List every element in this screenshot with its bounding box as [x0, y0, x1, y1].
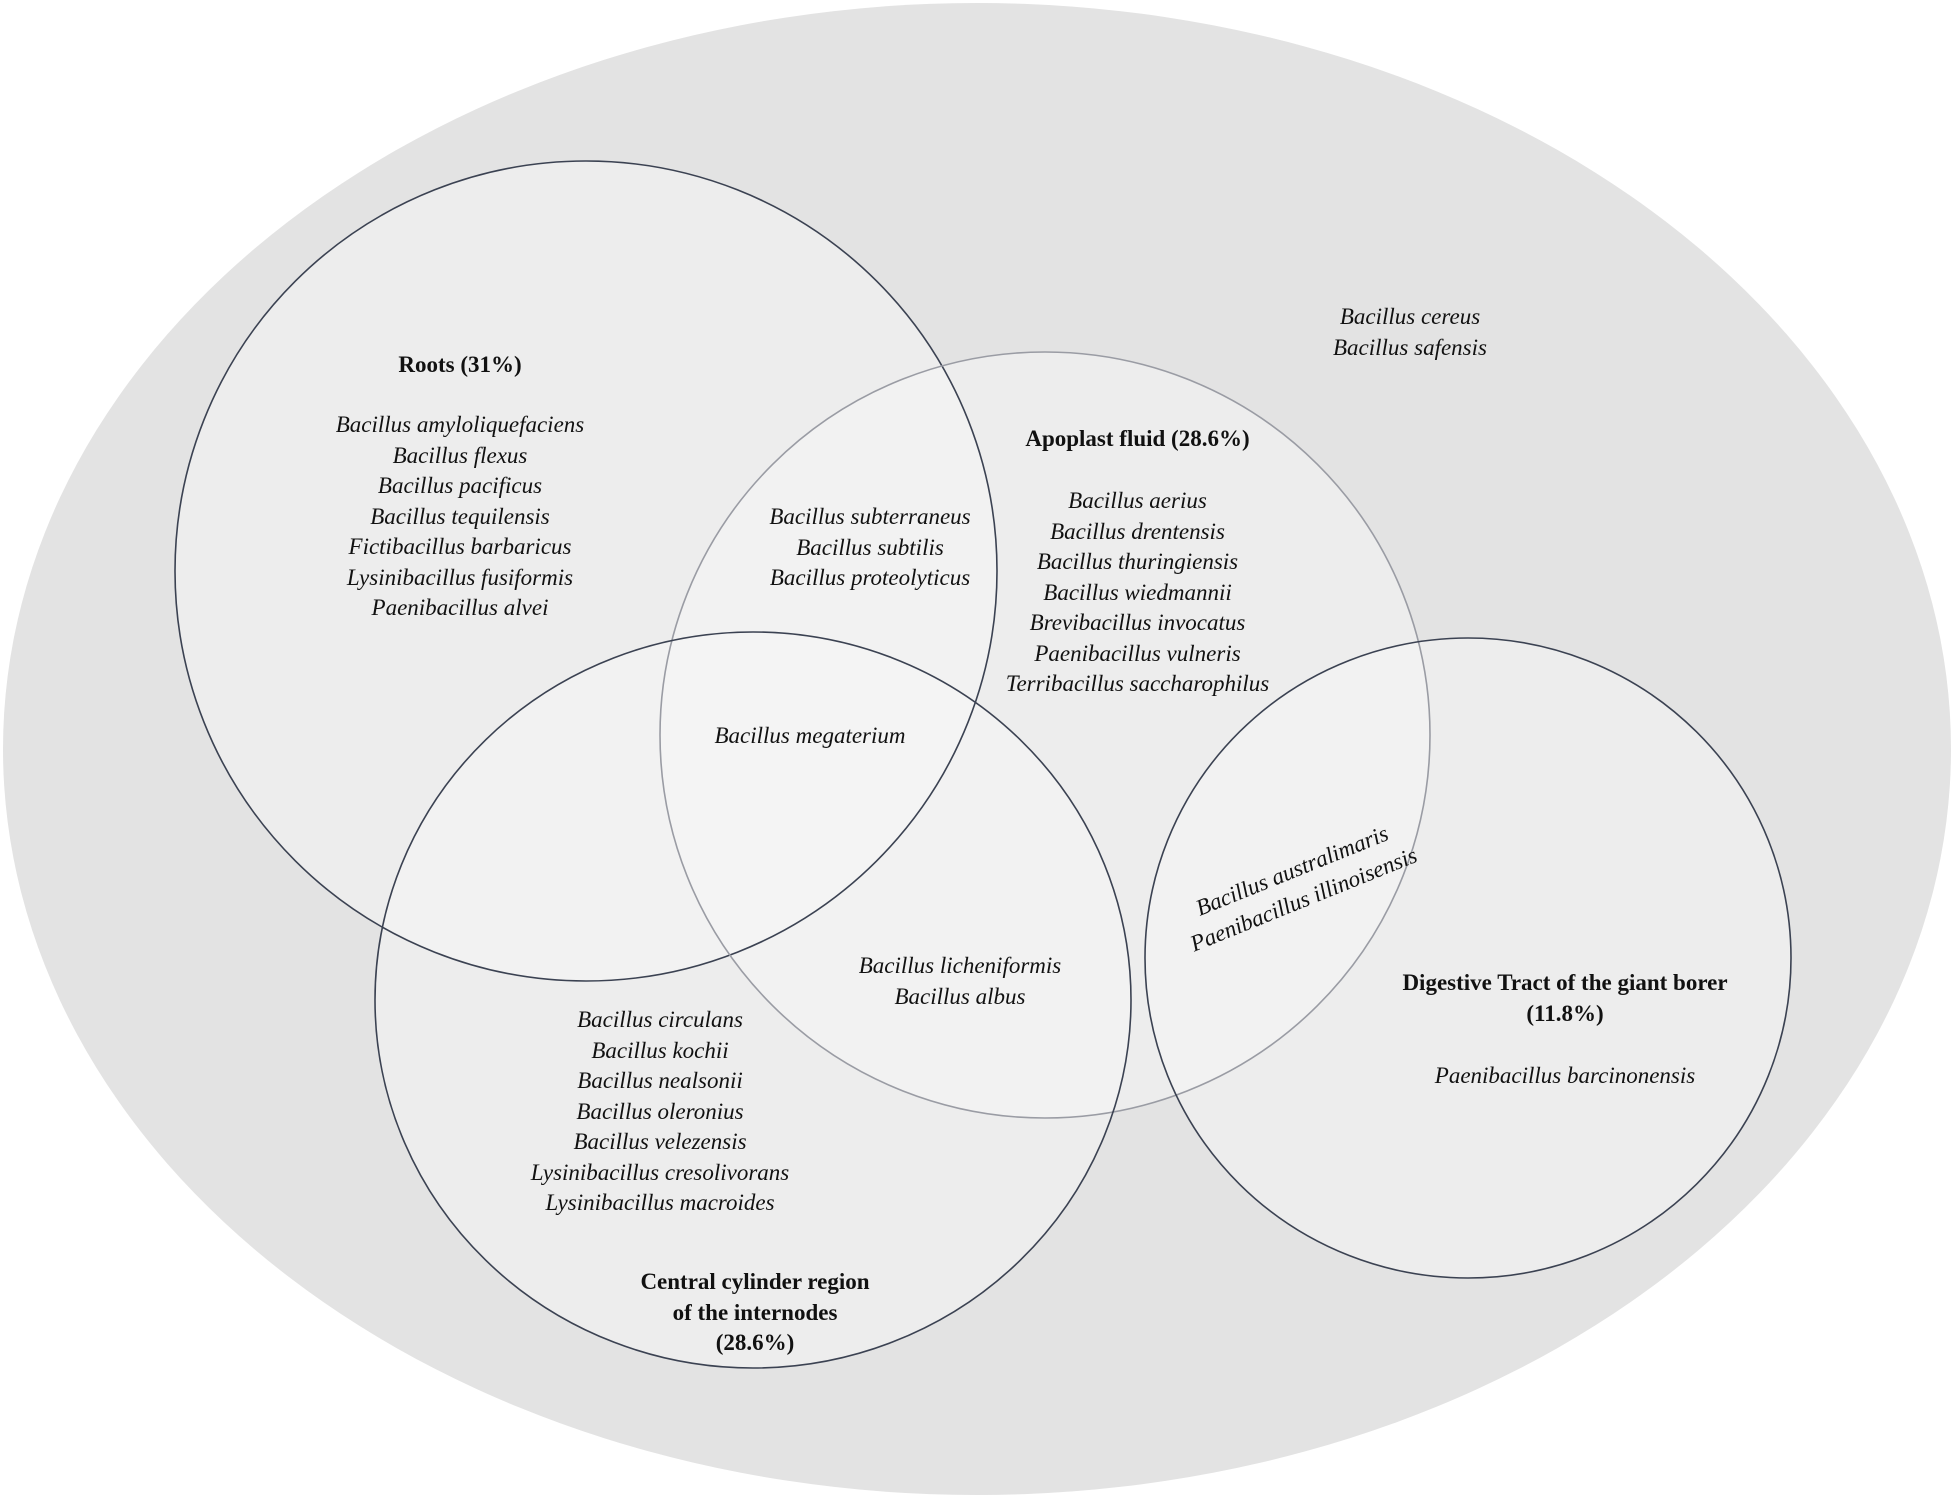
species-line: Bacillus cereus — [1339, 304, 1481, 329]
apoplast-outline — [659, 351, 1431, 1119]
apoplast-title: Apoplast fluid (28.6%) — [1025, 426, 1250, 451]
species-line: Bacillus pacificus — [377, 473, 543, 498]
digestive-title: Digestive Tract of the giant borer (11.8%… — [1360, 968, 1770, 1029]
species-line: Brevibacillus invocatus — [1029, 610, 1246, 635]
species-line: Bacillus velezensis — [573, 1129, 747, 1154]
species-line: of the internodes — [672, 1299, 838, 1325]
species-line: Digestive Tract of the giant borer — [1402, 970, 1728, 995]
species-line: Bacillus nealsonii — [577, 1068, 743, 1093]
species-line: Lysinibacillus fusiformis — [346, 564, 574, 590]
species-line: Bacillus megaterium — [714, 723, 906, 748]
species-line: Bacillus amyloliquefaciens — [335, 412, 585, 437]
species-line: Bacillus tequilensis — [370, 503, 550, 529]
species-line: Central cylinder region — [640, 1269, 870, 1294]
digestive-tract-circle — [1145, 638, 1791, 1278]
species-line: Lysinibacillus cresolivorans — [530, 1159, 790, 1185]
central-cylinder-outline — [374, 631, 1132, 1369]
species-line: Bacillus safensis — [1333, 334, 1487, 360]
species-line: Bacillus subterraneus — [769, 504, 971, 529]
species-line: Bacillus thuringiensis — [1036, 549, 1239, 574]
roots-outline — [174, 160, 998, 982]
species-line: Bacillus oleronius — [576, 1098, 744, 1124]
digestive-species-list: Paenibacillus barcinonensis — [1400, 1061, 1730, 1092]
digestive-tract-outline — [1144, 637, 1792, 1279]
species-line: (28.6%) — [715, 1330, 795, 1355]
species-line: Bacillus proteolyticus — [769, 565, 971, 590]
all-three-species-list: Bacillus megaterium — [680, 721, 940, 752]
species-line: Paenibacillus vulneris — [1034, 640, 1241, 666]
species-line: Bacillus albus — [894, 983, 1026, 1009]
species-line: Fictibacillus barbaricus — [348, 534, 572, 559]
central-cylinder-circle — [375, 632, 1131, 1368]
species-line: Lysinibacillus macroides — [545, 1190, 775, 1215]
species-line: Paenibacillus alvei — [371, 595, 549, 620]
species-line: Bacillus circulans — [577, 1007, 743, 1032]
species-line: Bacillus drentensis — [1050, 518, 1225, 544]
species-line: Bacillus aerius — [1068, 488, 1207, 513]
central-title: Central cylinder region of the internodes… — [600, 1267, 910, 1359]
species-line: (11.8%) — [1526, 1000, 1604, 1026]
species-line: Bacillus wiedmannii — [1043, 579, 1232, 605]
roots-title: Roots (31%) — [398, 352, 522, 377]
species-line: Bacillus licheniformis — [858, 953, 1062, 978]
species-line: Bacillus subtilis — [796, 534, 944, 560]
species-line: Bacillus kochii — [591, 1037, 729, 1063]
species-line: Bacillus flexus — [392, 442, 528, 468]
species-line: Paenibacillus barcinonensis — [1434, 1063, 1696, 1088]
species-line: Terribacillus saccharophilus — [1005, 671, 1270, 696]
